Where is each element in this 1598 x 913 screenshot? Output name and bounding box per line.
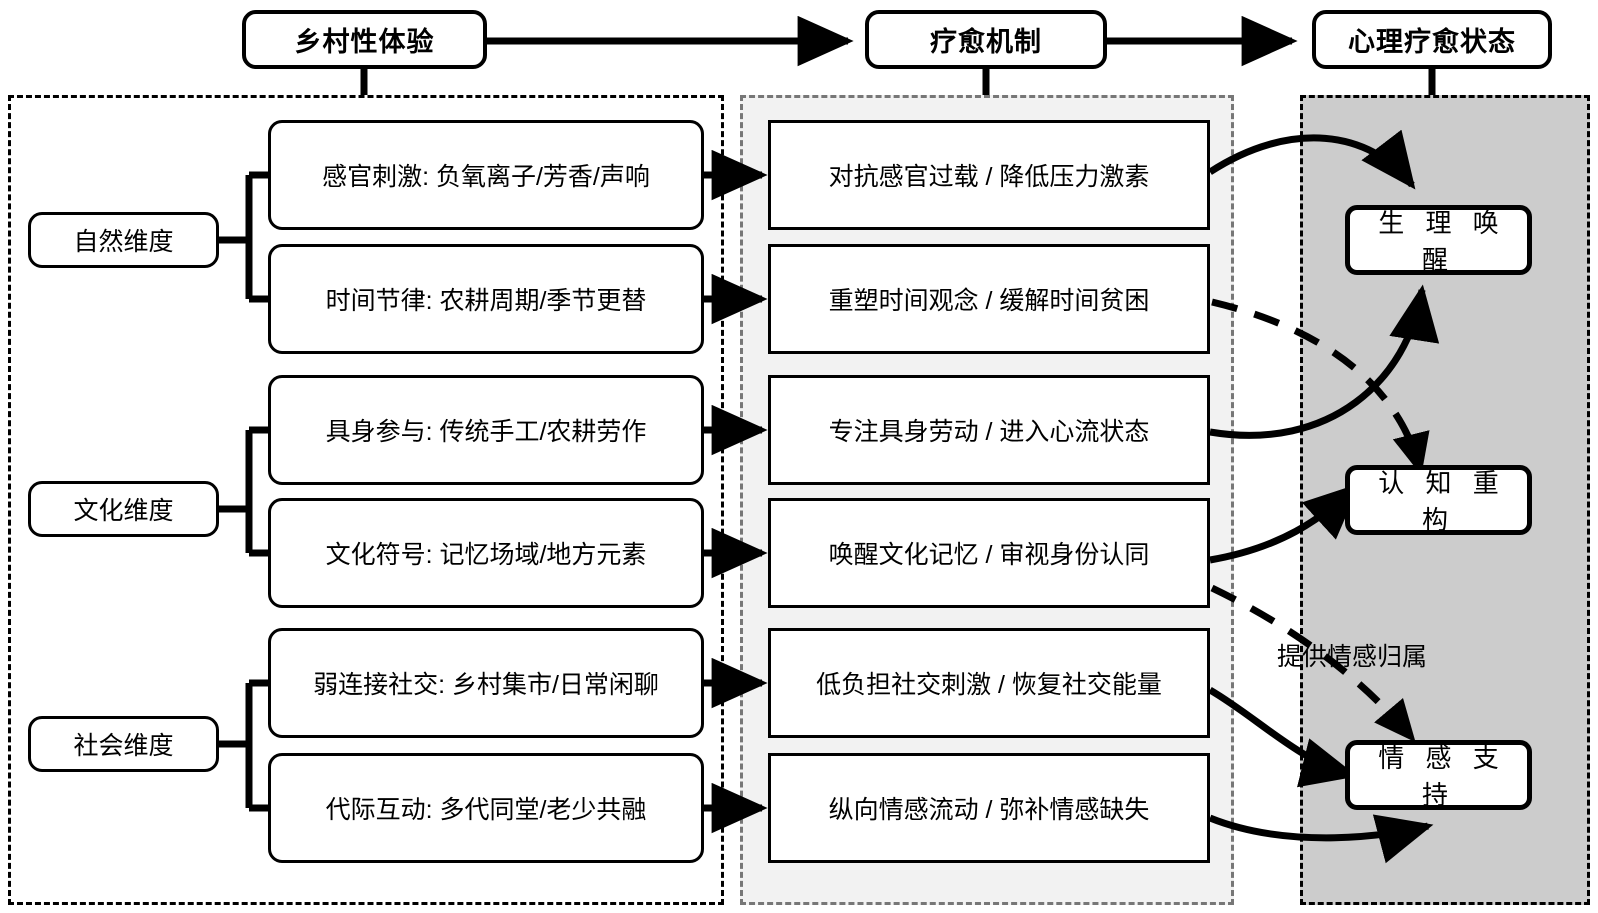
experience-item-1-label: 感官刺激: 负氧离子/芳香/声响	[322, 163, 650, 191]
mechanism-item-4-label: 唤醒文化记忆 / 审视身份认同	[828, 541, 1150, 569]
outcome-emotional-support-label: 情 感 支 持	[1378, 743, 1506, 810]
experience-item-2-label: 时间节律: 农耕周期/季节更替	[325, 287, 647, 315]
mechanism-item-5-label: 低负担社交刺激 / 恢复社交能量	[816, 671, 1162, 699]
mechanism-item-3[interactable]: 专注具身劳动 / 进入心流状态	[768, 375, 1210, 485]
mechanism-item-1[interactable]: 对抗感官过载 / 降低压力激素	[768, 120, 1210, 230]
mechanism-item-3-label: 专注具身劳动 / 进入心流状态	[828, 418, 1150, 446]
dimension-natural-label: 自然维度	[73, 228, 174, 256]
dimension-cultural[interactable]: 文化维度	[28, 481, 219, 537]
experience-item-3-label: 具身参与: 传统手工/农耕劳作	[325, 418, 647, 446]
outcome-cognitive-reconstruction[interactable]: 认 知 重 构	[1345, 465, 1532, 535]
annotation-emotional-belonging-label: 提供情感归属	[1277, 643, 1428, 671]
experience-item-5[interactable]: 弱连接社交: 乡村集市/日常闲聊	[268, 628, 704, 738]
mechanism-item-4[interactable]: 唤醒文化记忆 / 审视身份认同	[768, 498, 1210, 608]
outcome-physiological-arousal[interactable]: 生 理 唤 醒	[1345, 205, 1532, 275]
experience-item-5-label: 弱连接社交: 乡村集市/日常闲聊	[313, 671, 659, 699]
header-experience[interactable]: 乡村性体验	[242, 10, 487, 69]
outcome-physiological-arousal-label: 生 理 唤 醒	[1378, 208, 1506, 275]
experience-item-4-label: 文化符号: 记忆场域/地方元素	[325, 541, 647, 569]
mechanism-item-6[interactable]: 纵向情感流动 / 弥补情感缺失	[768, 753, 1210, 863]
dimension-social[interactable]: 社会维度	[28, 716, 219, 772]
mechanism-item-6-label: 纵向情感流动 / 弥补情感缺失	[828, 796, 1150, 824]
outcome-emotional-support[interactable]: 情 感 支 持	[1345, 740, 1532, 810]
mechanism-item-1-label: 对抗感官过载 / 降低压力激素	[828, 163, 1150, 191]
header-mechanism[interactable]: 疗愈机制	[865, 10, 1107, 69]
header-experience-label: 乡村性体验	[294, 27, 435, 57]
experience-item-6-label: 代际互动: 多代同堂/老少共融	[325, 796, 647, 824]
experience-item-2[interactable]: 时间节律: 农耕周期/季节更替	[268, 244, 704, 354]
outcome-cognitive-reconstruction-label: 认 知 重 构	[1378, 468, 1506, 535]
header-mechanism-label: 疗愈机制	[930, 27, 1042, 57]
experience-item-1[interactable]: 感官刺激: 负氧离子/芳香/声响	[268, 120, 704, 230]
dimension-social-label: 社会维度	[73, 732, 174, 760]
mechanism-item-2-label: 重塑时间观念 / 缓解时间贫困	[828, 287, 1150, 315]
experience-item-6[interactable]: 代际互动: 多代同堂/老少共融	[268, 753, 704, 863]
dimension-cultural-label: 文化维度	[73, 497, 174, 525]
experience-item-3[interactable]: 具身参与: 传统手工/农耕劳作	[268, 375, 704, 485]
mechanism-item-5[interactable]: 低负担社交刺激 / 恢复社交能量	[768, 628, 1210, 738]
annotation-emotional-belonging: 提供情感归属	[1277, 637, 1427, 673]
header-outcome-label: 心理疗愈状态	[1348, 27, 1516, 57]
experience-item-4[interactable]: 文化符号: 记忆场域/地方元素	[268, 498, 704, 608]
header-outcome[interactable]: 心理疗愈状态	[1312, 10, 1552, 69]
dimension-natural[interactable]: 自然维度	[28, 212, 219, 268]
mechanism-item-2[interactable]: 重塑时间观念 / 缓解时间贫困	[768, 244, 1210, 354]
